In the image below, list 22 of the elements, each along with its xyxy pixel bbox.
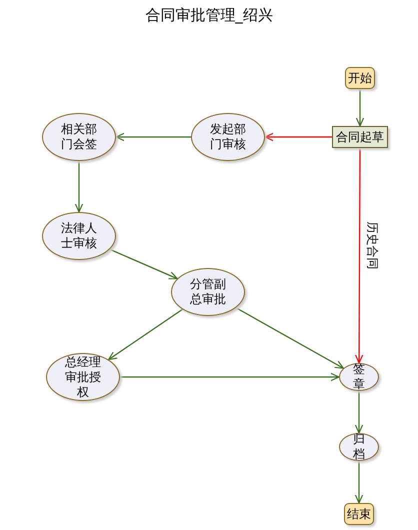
arrow (108, 308, 183, 360)
start-box: 开始 (345, 67, 375, 89)
arrow (354, 461, 364, 504)
process-ellipse: 法律人士审核 (42, 212, 116, 260)
process-ellipse: 总经理审批授权 (46, 353, 120, 401)
process-box: 合同起草 (332, 126, 388, 148)
arrow (110, 248, 178, 280)
diagram-title: 合同审批管理_绍兴 (144, 6, 274, 25)
process-ellipse: 归档 (339, 433, 379, 461)
arrow (354, 391, 364, 434)
process-ellipse: 相关部门会签 (42, 113, 116, 161)
process-ellipse: 签章 (339, 363, 379, 391)
process-ellipse: 分管副总审批 (171, 268, 245, 316)
arrow (264, 132, 332, 142)
arrow (236, 307, 344, 369)
arrow (120, 372, 340, 382)
arrow (115, 132, 191, 142)
arrow (354, 148, 364, 364)
arrow (74, 161, 84, 213)
process-ellipse: 发起部门审核 (191, 113, 265, 161)
arrow (356, 89, 364, 127)
end-box: 结束 (344, 503, 374, 525)
